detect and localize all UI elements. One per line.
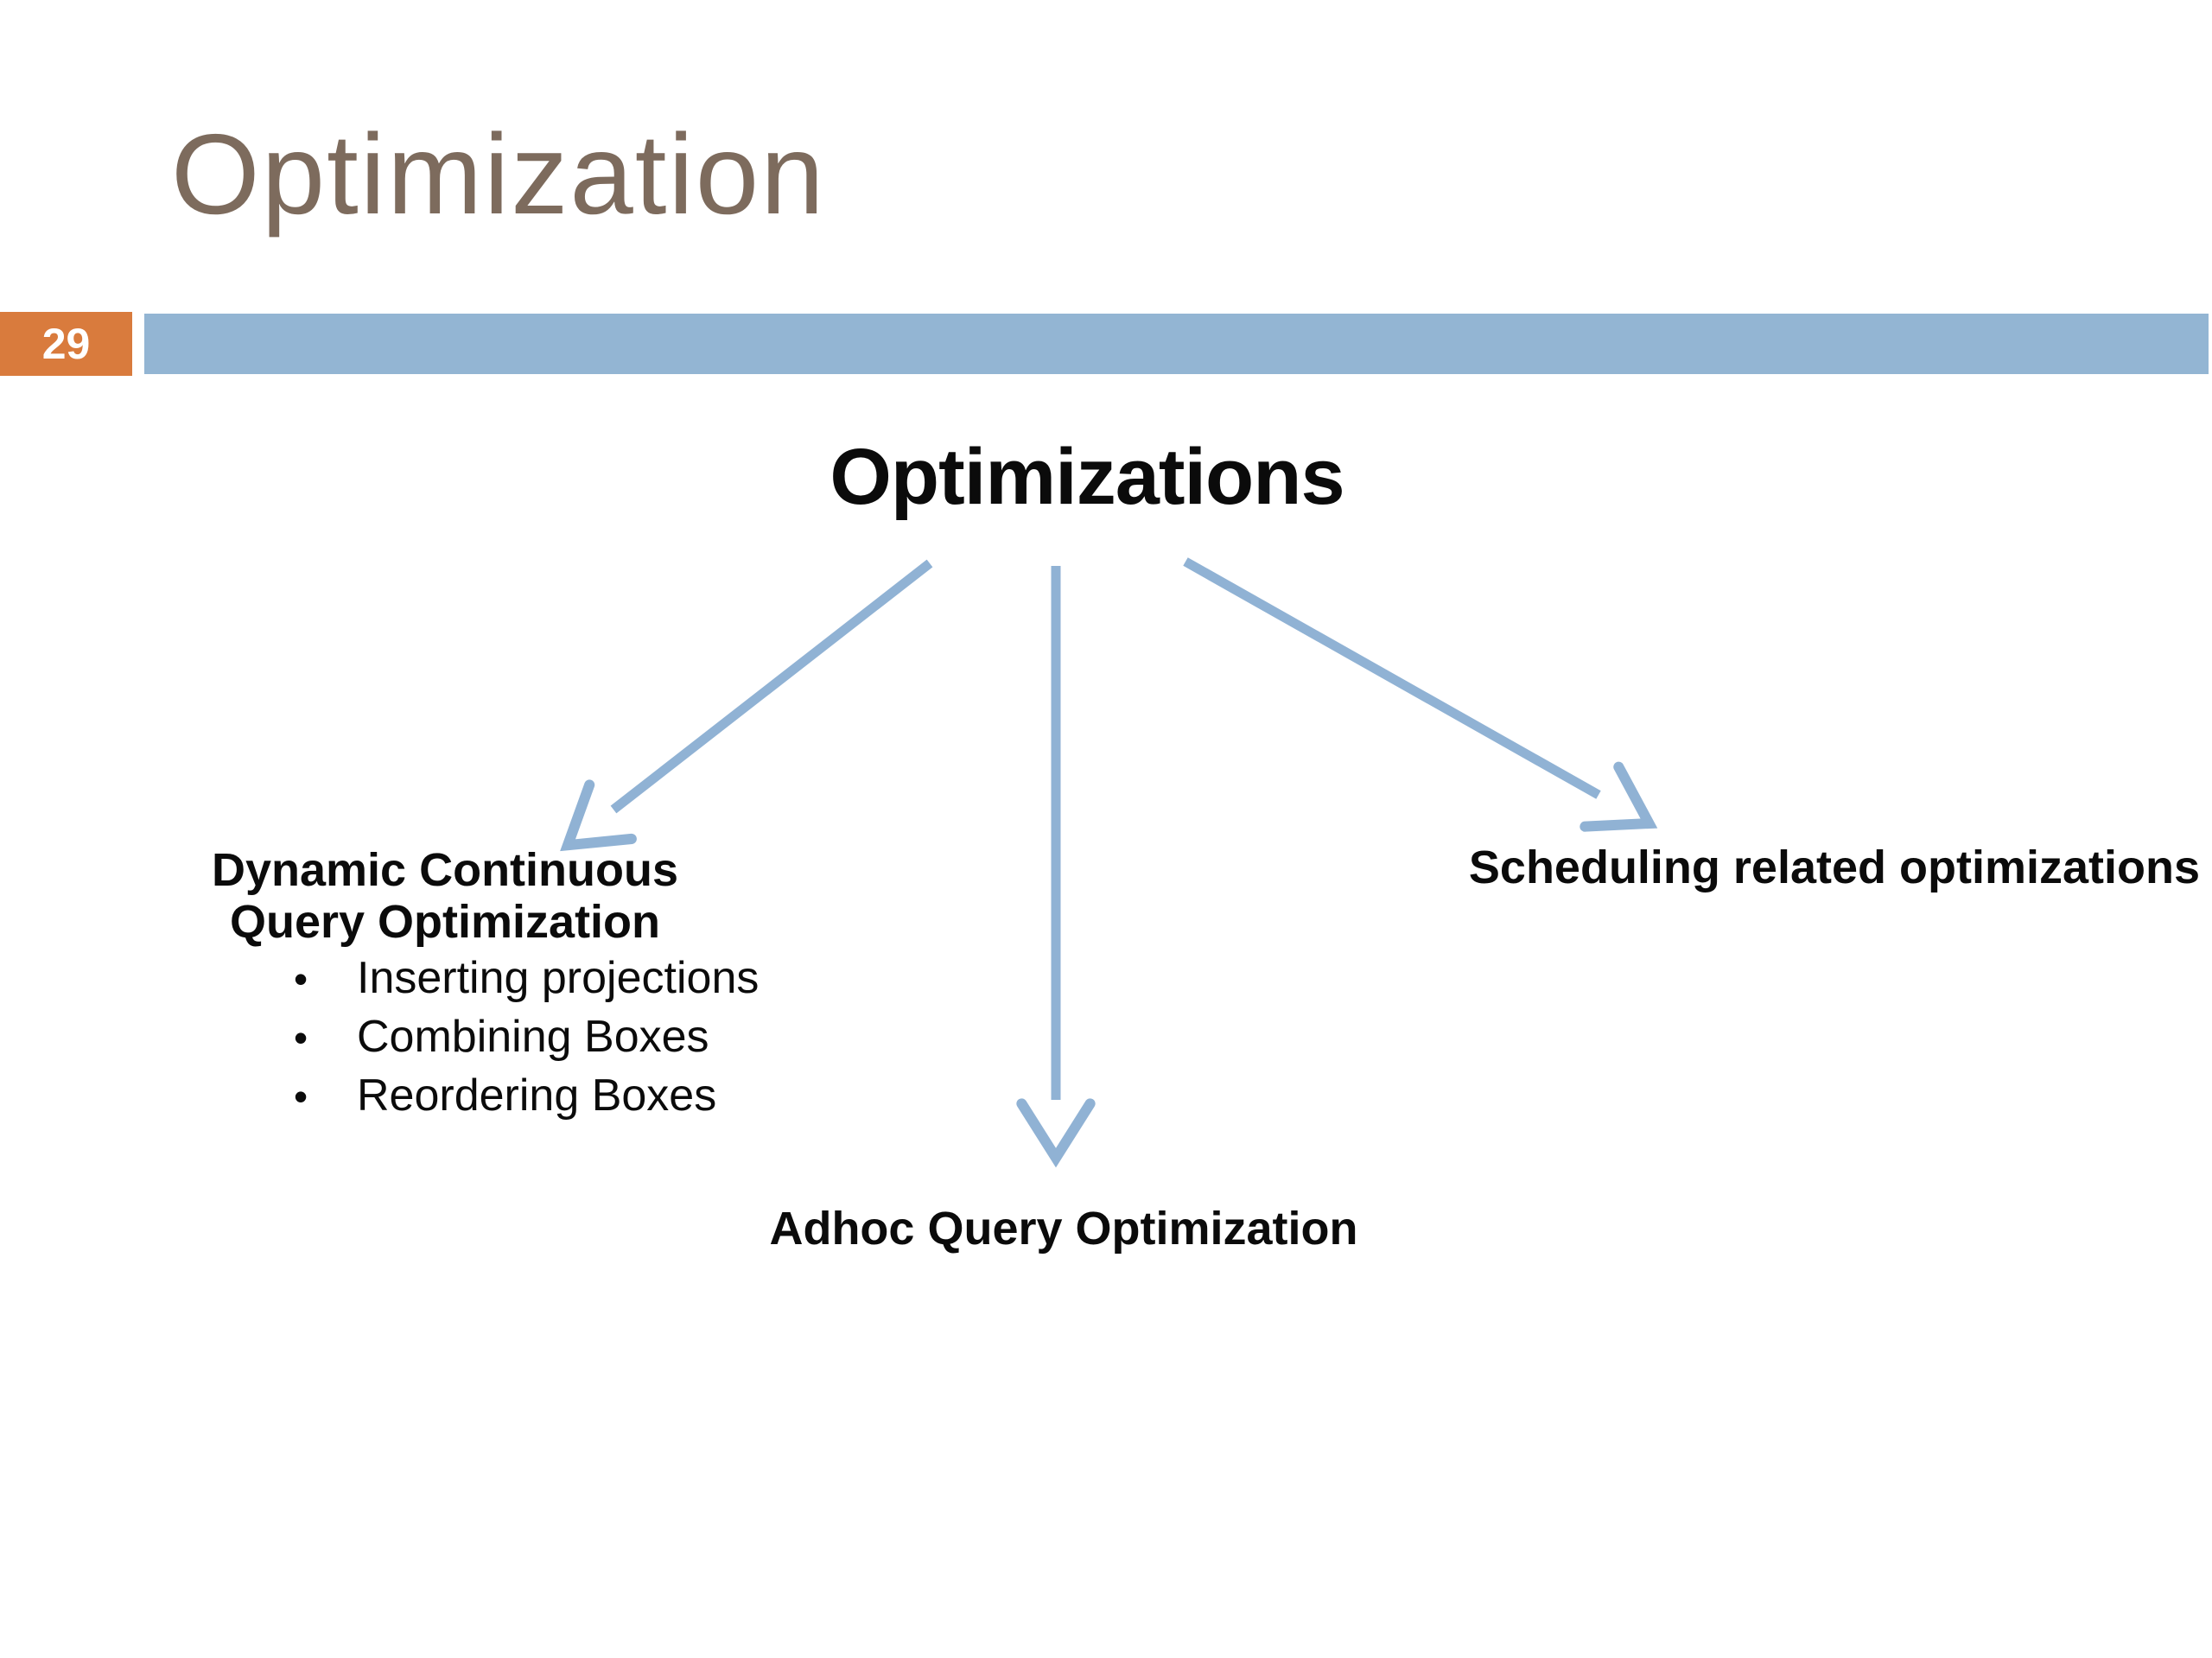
diagram-root-label: Optimizations — [830, 433, 1344, 521]
center-branch-label: Adhoc Query Optimization — [769, 1203, 1358, 1255]
page-title: Optimization — [171, 111, 826, 238]
bullet-text: Combining Boxes — [357, 1012, 709, 1062]
bullet-text: Reordering Boxes — [357, 1070, 717, 1121]
bullet-icon: • — [294, 956, 308, 1001]
left-branch-title-line1: Dynamic Continuous — [211, 844, 679, 896]
left-branch-title-line2: Query Optimization — [229, 896, 661, 948]
bullet-text: Inserting projections — [357, 953, 760, 1003]
slide-number-text: 29 — [41, 320, 91, 368]
left-branch-bullet-list: • Inserting projections • Combining Boxe… — [294, 950, 759, 1126]
arrow-to-left-branch — [560, 559, 933, 852]
left-branch-title: Dynamic Continuous Query Optimization — [143, 844, 747, 948]
header-bar — [144, 314, 2209, 374]
slide-number-badge: 29 — [0, 312, 132, 376]
bullet-icon: • — [294, 1015, 308, 1060]
bullet-icon: • — [294, 1074, 308, 1119]
list-item: • Combining Boxes — [294, 1008, 759, 1067]
arrow-to-right-branch — [1183, 557, 1658, 832]
list-item: • Inserting projections — [294, 950, 759, 1008]
right-branch-label: Scheduling related optimizations — [1468, 842, 2200, 893]
list-item: • Reordering Boxes — [294, 1067, 759, 1126]
